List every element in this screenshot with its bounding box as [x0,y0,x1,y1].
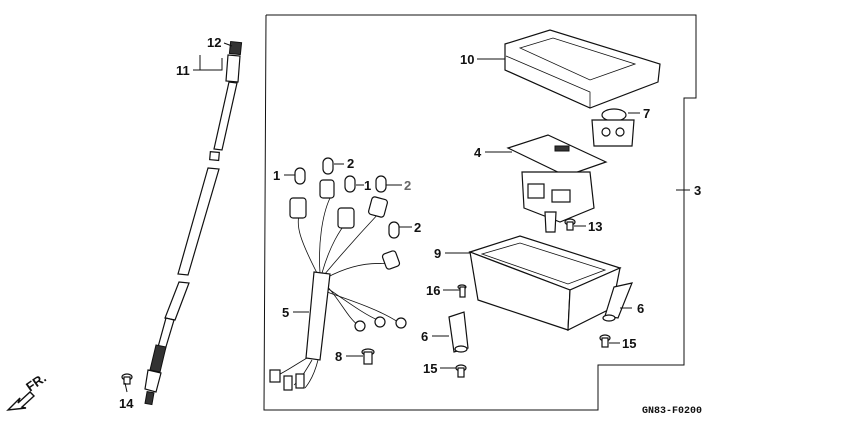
callout-2c: 2 [414,220,421,235]
callout-2a: 2 [347,156,354,171]
callout-6b: 6 [637,301,644,316]
bulb-2a [322,157,334,175]
callout-1b: 1 [364,178,371,193]
front-direction-arrow: FR. [6,370,49,411]
callout-5: 5 [282,305,289,320]
screw-13 [564,218,576,231]
callout-8: 8 [335,349,342,364]
bulb-2b [375,175,387,193]
assembly-boundary [263,14,697,411]
callout-7: 7 [643,106,650,121]
bulb-1a [294,167,306,185]
callout-4: 4 [474,145,482,160]
bulb-2c [388,221,400,239]
callout-15b: 15 [622,336,636,351]
callout-15a: 15 [423,361,437,376]
callout-3: 3 [694,183,701,198]
wire-harness [269,179,407,391]
screw-8 [361,348,375,365]
screw-15a [455,364,467,378]
bracket-6a [448,311,469,353]
callout-2b: 2 [404,178,411,193]
callout-1a: 1 [273,168,280,183]
callout-labels: 12 11 14 1 2 1 2 2 5 8 10 7 4 3 13 9 16 … [119,35,701,411]
callout-16: 16 [426,283,440,298]
screw-16 [457,284,467,298]
leader-lines [124,42,690,393]
meter-cover [504,29,661,109]
callout-6a: 6 [421,329,428,344]
callout-10: 10 [460,52,474,67]
callout-12: 12 [207,35,221,50]
callout-13: 13 [588,219,602,234]
diagram-code: GN83-F0200 [642,406,702,417]
screw-14 [121,373,133,385]
callout-14: 14 [119,396,134,411]
meter-case [468,235,622,331]
front-label: FR. [23,370,49,394]
bulb-1b [344,175,356,193]
meter-assembly [506,134,608,233]
callout-11: 11 [176,63,190,78]
speedometer-cable [144,40,243,406]
socket-7 [591,108,635,147]
bracket-6b [602,282,633,322]
callout-9: 9 [434,246,441,261]
screw-15b [599,334,611,348]
